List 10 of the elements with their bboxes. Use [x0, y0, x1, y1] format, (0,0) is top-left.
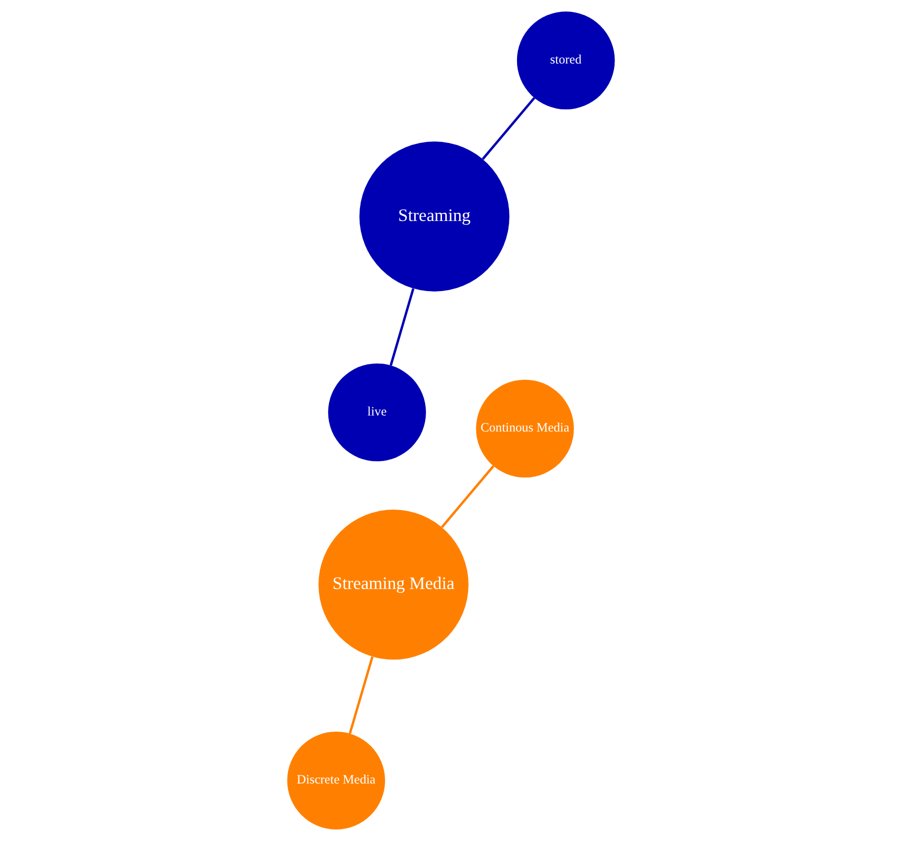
node-circle: stored	[516, 12, 615, 110]
node-circle: live	[328, 363, 426, 462]
connector	[348, 656, 374, 734]
connector	[482, 97, 536, 160]
node-circle: Streaming	[359, 142, 510, 292]
node-circle: Streaming Media	[318, 510, 468, 660]
connector	[390, 288, 414, 366]
connector	[440, 465, 494, 528]
node-circle: Discrete Media	[287, 732, 386, 830]
node-circle: Continous Media	[476, 380, 574, 478]
